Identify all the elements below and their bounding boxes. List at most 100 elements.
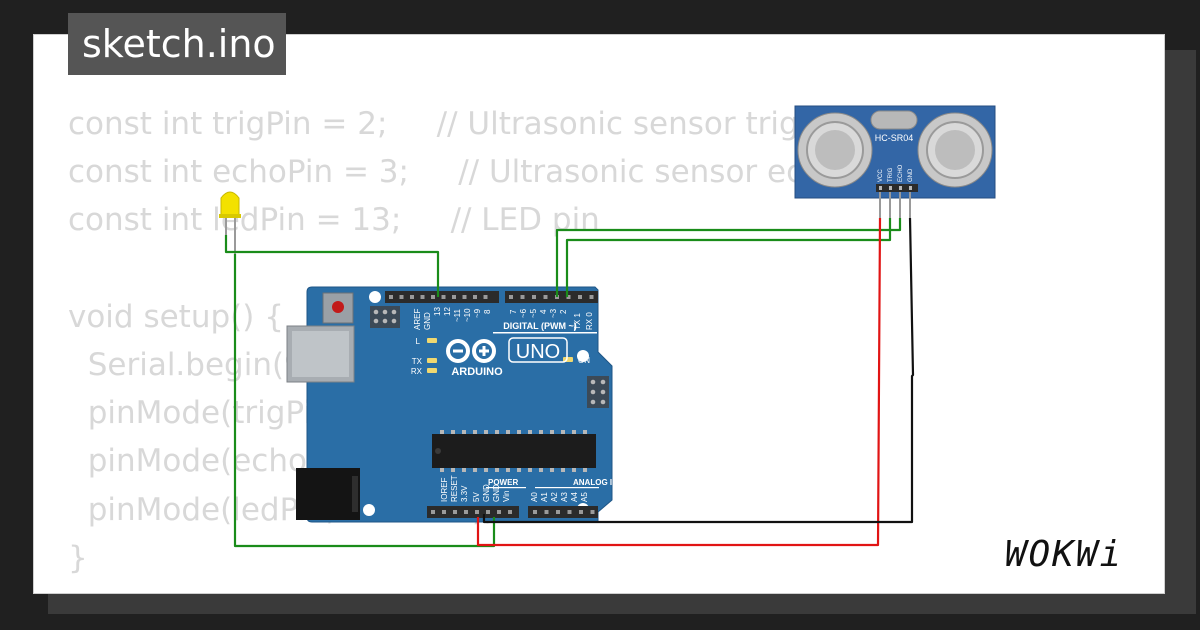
chip-leg <box>462 430 466 436</box>
pin-label: 13 <box>433 307 442 316</box>
reset-button-cap <box>332 301 344 313</box>
chip-leg <box>583 466 587 472</box>
header-pin <box>497 510 501 514</box>
header-pin <box>420 295 425 299</box>
chip-leg <box>495 466 499 472</box>
chip-leg <box>451 430 455 436</box>
pin-label: 3.3V <box>460 485 469 502</box>
wire-led-gnd[interactable] <box>233 254 496 548</box>
header-pin <box>556 510 560 514</box>
led-rx-indicator <box>427 368 437 373</box>
chip-leg <box>517 430 521 436</box>
pin-label: RX 0 <box>585 312 594 330</box>
led-base <box>219 214 241 218</box>
header-analog <box>528 506 598 518</box>
chip-leg <box>572 466 576 472</box>
arduino-uno-board[interactable]: AREF GND 13 12 ~11 ~10 ~9 8 7 ~6 ~5 4 ~3… <box>286 286 618 523</box>
pin-label: GND <box>423 312 432 330</box>
pin-label: A4 <box>570 492 579 502</box>
digital-label: DIGITAL (PWM ~) <box>503 321 576 331</box>
chip-leg <box>451 466 455 472</box>
header-pin <box>520 295 525 299</box>
file-tab[interactable]: sketch.ino <box>68 13 286 75</box>
header-pin <box>508 510 512 514</box>
power-label: POWER <box>488 478 518 487</box>
header-pin <box>442 510 446 514</box>
chip-leg <box>572 430 576 436</box>
wokwi-logo-text: WOKWi <box>1005 534 1123 575</box>
pin-label: Vin <box>502 491 511 502</box>
header-pin <box>441 295 446 299</box>
brand-label: ARDUINO <box>451 366 503 378</box>
wire-vcc-5v[interactable] <box>476 217 882 547</box>
pin-label: 8 <box>483 309 492 314</box>
wire-led-pin13[interactable] <box>224 235 440 297</box>
sensor-leads <box>879 192 911 218</box>
sensor-pin-label: TRIG <box>888 167 894 182</box>
yellow-led[interactable] <box>219 191 241 254</box>
pin-label: A0 <box>530 492 539 502</box>
chip-leg <box>495 430 499 436</box>
led-label: L <box>416 337 421 346</box>
chip-leg <box>561 430 565 436</box>
pin-label: ~3 <box>549 308 558 318</box>
chip-leg <box>550 430 554 436</box>
pin-label: A5 <box>580 492 589 502</box>
sensor-pin-labels: VCC TRIG ECHO GND <box>878 164 914 182</box>
chip-leg <box>539 430 543 436</box>
header-pin <box>509 295 513 299</box>
header-pin <box>462 295 467 299</box>
sensor-pin-label: GND <box>908 168 914 182</box>
pin-label: 5V <box>472 492 481 502</box>
chip-leg <box>528 430 532 436</box>
header-pin <box>464 510 468 514</box>
icsp2-header <box>587 376 609 408</box>
code-line: } <box>68 539 88 576</box>
led-label: ON <box>578 356 590 365</box>
header-pin <box>544 510 549 514</box>
header-pin <box>399 295 404 299</box>
mounting-hole <box>369 291 381 303</box>
chip-leg <box>473 430 477 436</box>
board-leds: L TX RX ON <box>411 337 590 376</box>
digital-underline <box>493 332 597 334</box>
pin-label: A2 <box>550 492 559 502</box>
arduino-logo <box>446 339 496 363</box>
header-pin <box>532 295 536 299</box>
pin-label: ~5 <box>529 308 538 318</box>
transducer-right <box>917 112 993 188</box>
power-jack-rim <box>352 476 358 512</box>
sensor-header <box>876 184 918 192</box>
chip-leg <box>462 466 466 472</box>
pin-label: GND <box>482 484 491 502</box>
chip-leg <box>506 466 510 472</box>
chip-leg <box>484 430 488 436</box>
pin-label: 12 <box>443 307 452 316</box>
pin-label: ~11 <box>453 308 462 322</box>
chip-leg <box>539 466 543 472</box>
led-label: RX <box>411 367 423 376</box>
hc-sr04-sensor[interactable]: HC-SR04 VCC TRIG ECHO GND <box>794 105 996 218</box>
pin-label: 7 <box>509 309 518 314</box>
led-body <box>220 191 240 218</box>
pin-label: A1 <box>540 492 549 502</box>
chip-leg <box>484 466 488 472</box>
top-pin-labels: AREF GND 13 12 ~11 ~10 ~9 8 7 ~6 ~5 4 ~3… <box>413 307 594 330</box>
header-pin <box>579 510 583 514</box>
header-power <box>427 506 519 518</box>
led-tx-indicator <box>427 358 437 363</box>
sensor-pin-label: VCC <box>878 169 884 182</box>
header-pin <box>410 295 414 299</box>
header-pin <box>589 295 594 299</box>
wires <box>224 217 915 548</box>
code-line: const int trigPin = 2; // Ultrasonic sen… <box>68 106 857 142</box>
pin-label: GND <box>492 484 501 502</box>
chip-leg <box>561 466 565 472</box>
chip-leg <box>440 466 444 472</box>
wire-gnd-gnd[interactable] <box>482 217 915 524</box>
wire-echo-pin3[interactable] <box>555 218 902 297</box>
mounting-hole <box>577 350 589 362</box>
icsp-header <box>370 306 400 328</box>
led-label: TX <box>412 357 423 366</box>
